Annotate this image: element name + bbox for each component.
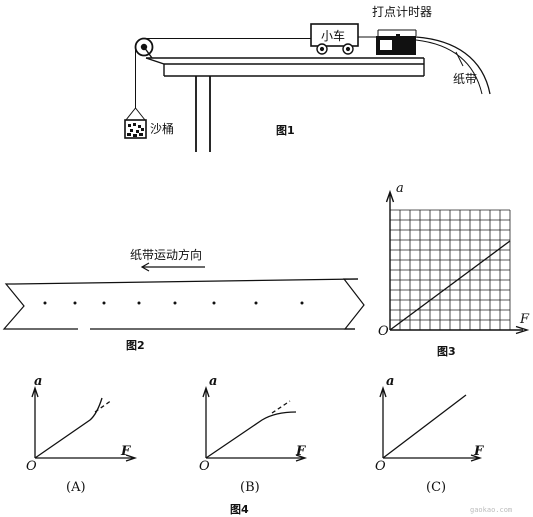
tape-dot [102,301,106,305]
tape-dot [254,301,258,305]
curve-b [205,411,297,459]
figure-4-panel-b [202,385,308,462]
tape-dots [43,301,304,305]
tape-dot [173,301,177,305]
panel-a-x-axis-label: F [120,444,131,459]
direction-label: 纸带运动方向 [130,247,202,262]
curve-a [34,397,103,459]
tape-label: 纸带 [453,72,477,86]
figure-4-panel-a [31,385,138,462]
ticker-timer [376,29,417,55]
fit-line [389,240,511,331]
figure-3-x-axis-label: F [519,312,530,327]
extension-a [94,399,113,413]
panel-c-choice-label: (C) [426,480,446,495]
figure-3 [385,189,530,335]
grid [390,209,511,330]
figure-2 [2,262,365,330]
cart-label: 小车 [321,28,345,43]
tape-dot [212,301,216,305]
panel-a-choice-label: (A) [66,480,86,495]
direction-arrow [140,262,205,272]
panel-b-origin-label: O [199,459,210,474]
curve-c [382,394,467,459]
figure-4-caption: 图4 [230,503,249,516]
panel-a-origin-label: O [26,459,37,474]
figure-3-y-axis-label: a [396,181,404,196]
panel-c-x-axis-label: F [473,444,484,459]
figure-3-caption: 图3 [437,345,456,358]
axes [385,189,530,335]
panel-c-origin-label: O [375,459,386,474]
tape-pointer [455,51,464,67]
cart [310,23,359,55]
panel-b-choice-label: (B) [240,480,260,495]
panel-b-x-axis-label: F [295,444,306,459]
paper-tape [358,36,491,95]
panel-c-y-axis-label: a [386,374,394,389]
tape-strip [2,278,365,330]
figure-1-caption: 图1 [276,124,295,137]
panel-b-y-axis-label: a [209,374,217,389]
figure-4-panel-c [379,385,483,462]
tape-dot [137,301,141,305]
tape-dot [43,301,47,305]
timer-label: 打点计时器 [372,5,432,19]
pulley [134,37,154,59]
tape-dot [300,301,304,305]
watermark: gaokao.com [470,506,512,514]
bucket-label: 沙桶 [150,121,174,136]
sand-bucket [124,107,147,139]
tape-dot [73,301,77,305]
extension-b [271,400,291,414]
figure-2-caption: 图2 [126,339,145,352]
figure-1 [124,23,491,152]
figure-3-origin-label: O [378,324,389,339]
panel-a-y-axis-label: a [34,374,42,389]
table [145,57,425,152]
